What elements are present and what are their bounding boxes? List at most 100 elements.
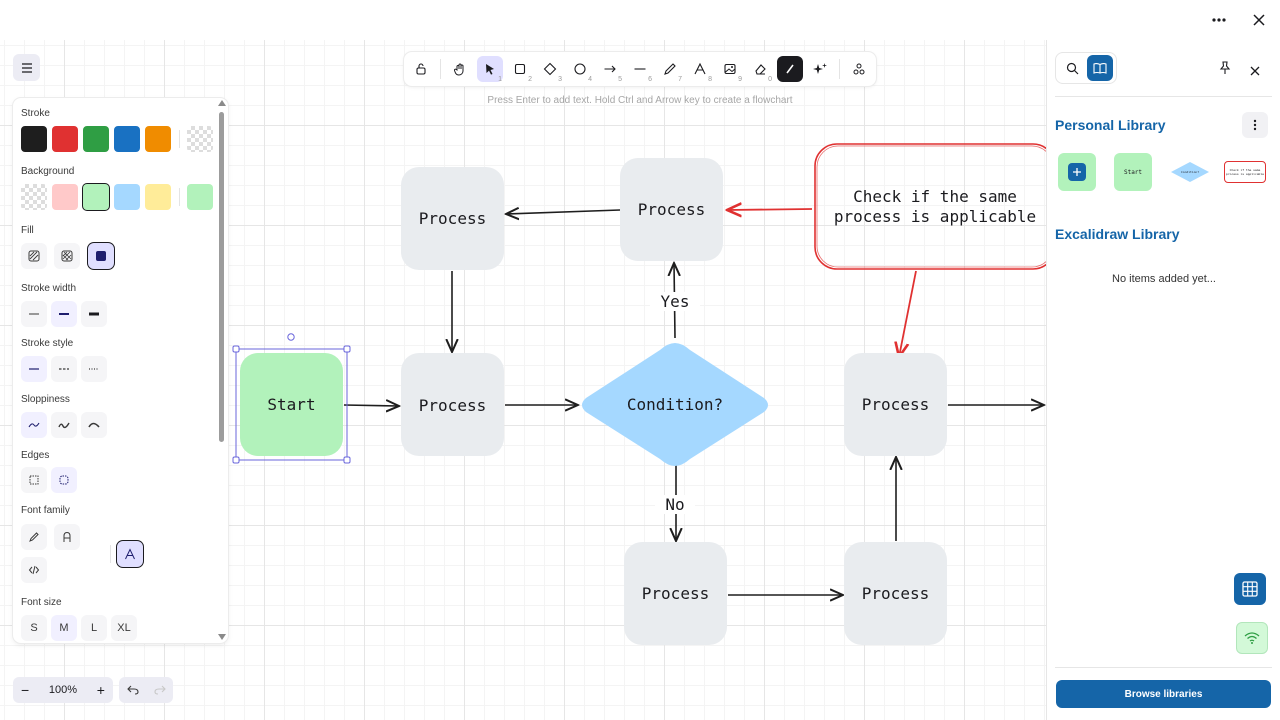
text-icon[interactable]: 8	[687, 56, 713, 83]
stroke-width-extra-bold-icon[interactable]	[81, 301, 107, 327]
main-menu-button[interactable]	[13, 54, 40, 81]
browse-libraries-button[interactable]: Browse libraries	[1056, 680, 1271, 708]
font-normal-icon[interactable]	[54, 524, 80, 550]
stroke-color-green[interactable]	[83, 126, 109, 152]
stroke-width-thin-icon[interactable]	[21, 301, 47, 327]
history-controls	[119, 677, 173, 703]
stroke-style-dotted-icon[interactable]	[81, 356, 107, 382]
zoom-out-button[interactable]: −	[21, 682, 30, 698]
sloppiness-artist-icon[interactable]	[51, 412, 77, 438]
edges-round-icon[interactable]	[51, 467, 77, 493]
process-label: Process	[861, 584, 930, 603]
fill-hachure-icon[interactable]	[21, 243, 47, 269]
background-color-green[interactable]	[83, 184, 109, 210]
stroke-style-dashed-icon[interactable]	[51, 356, 77, 382]
hand-icon[interactable]	[447, 56, 473, 82]
background-label: Background	[21, 166, 75, 177]
sloppiness-architect-icon[interactable]	[21, 412, 47, 438]
close-sidebar-icon[interactable]	[1250, 63, 1260, 81]
note-box	[814, 143, 1046, 270]
font-hand-drawn-icon[interactable]	[21, 524, 47, 550]
wifi-status-icon[interactable]	[1236, 622, 1268, 654]
stroke-color-black[interactable]	[21, 126, 47, 152]
font-size-small[interactable]: S	[21, 615, 47, 641]
scroll-up-icon[interactable]	[218, 100, 226, 106]
font-size-large[interactable]: L	[81, 615, 107, 641]
background-color-yellow[interactable]	[145, 184, 171, 210]
font-size-medium[interactable]: M	[51, 615, 77, 641]
tool-shortcut: 6	[648, 76, 652, 83]
background-color-pink[interactable]	[52, 184, 78, 210]
font-size-extra-large[interactable]: XL	[111, 615, 137, 641]
note-line: Check if the same	[853, 187, 1017, 206]
pin-icon[interactable]	[1219, 61, 1231, 80]
search-icon[interactable]	[1059, 55, 1085, 81]
edges-sharp-icon[interactable]	[21, 467, 47, 493]
flowchart-drawing[interactable]	[0, 0, 1046, 720]
properties-scrollbar[interactable]	[219, 112, 224, 442]
stroke-style-solid-icon[interactable]	[21, 356, 47, 382]
zoom-level[interactable]: 100%	[48, 684, 78, 696]
laser-pen-icon[interactable]	[777, 56, 803, 82]
background-color-blue[interactable]	[114, 184, 140, 210]
more-options-icon[interactable]	[1207, 8, 1231, 32]
process-label: Process	[418, 396, 487, 415]
line-icon[interactable]: 6	[627, 56, 653, 83]
ai-sparkle-icon[interactable]	[807, 56, 833, 82]
sloppiness-cartoonist-icon[interactable]	[81, 412, 107, 438]
library-sidebar: Personal Library Start Condition? Check …	[1046, 40, 1280, 720]
redo-icon[interactable]	[153, 683, 166, 698]
stroke-color-blue[interactable]	[114, 126, 140, 152]
arrow-note-down	[899, 270, 917, 357]
stroke-color-current[interactable]	[187, 126, 213, 152]
stroke-color-orange[interactable]	[145, 126, 171, 152]
start-label: Start	[267, 395, 316, 414]
start-node	[240, 353, 343, 456]
ellipse-icon[interactable]: 4	[567, 56, 593, 83]
font-size-label: Font size	[21, 597, 62, 608]
font-code-icon[interactable]	[21, 557, 47, 583]
hamburger-icon	[21, 62, 32, 73]
library-book-icon[interactable]	[1087, 55, 1113, 81]
table-icon[interactable]	[1234, 573, 1266, 605]
rotation-handle	[287, 333, 295, 341]
fill-label: Fill	[21, 225, 34, 236]
lock-icon[interactable]	[408, 56, 434, 82]
font-current-icon[interactable]	[117, 541, 143, 567]
extra-tools-icon[interactable]	[846, 56, 872, 82]
eraser-icon[interactable]: 0	[747, 56, 773, 83]
library-item-label: Start	[1123, 168, 1143, 176]
condition-node	[582, 343, 768, 466]
process-node	[844, 353, 947, 456]
library-item-note[interactable]: Check if the same process is applicable	[1224, 161, 1266, 183]
tool-shortcut: 7	[678, 76, 682, 83]
zoom-in-button[interactable]: +	[96, 682, 105, 698]
background-color-current[interactable]	[187, 184, 213, 210]
arrow-icon[interactable]: 5	[597, 56, 623, 83]
toolbar-separator	[839, 59, 840, 79]
library-item-condition[interactable]: Condition?	[1168, 153, 1212, 191]
background-transparent[interactable]	[21, 184, 47, 210]
library-menu-icon[interactable]	[1242, 112, 1268, 138]
library-item-label: Condition?	[1180, 170, 1200, 174]
excalidraw-library-title: Excalidraw Library	[1055, 226, 1180, 242]
rectangle-icon[interactable]: 2	[507, 56, 533, 83]
arrow-process-top-to-left	[506, 210, 621, 214]
edges-label: Edges	[21, 450, 50, 461]
process-node	[401, 167, 504, 270]
scroll-down-icon[interactable]	[218, 634, 226, 640]
draw-icon[interactable]: 7	[657, 56, 683, 83]
stroke-color-red[interactable]	[52, 126, 78, 152]
diamond-icon[interactable]: 3	[537, 56, 563, 83]
image-icon[interactable]: 9	[717, 56, 743, 83]
stroke-width-bold-icon[interactable]	[51, 301, 77, 327]
fill-cross-hatch-icon[interactable]	[54, 243, 80, 269]
fill-solid-icon[interactable]	[88, 243, 114, 269]
library-item-start[interactable]: Start	[1114, 153, 1152, 191]
undo-icon[interactable]	[126, 683, 139, 698]
selection-icon[interactable]: 1	[477, 56, 503, 83]
close-window-icon[interactable]	[1247, 8, 1271, 32]
add-to-library-button[interactable]	[1058, 153, 1096, 191]
top-bar	[0, 0, 1280, 40]
process-node	[401, 353, 504, 456]
